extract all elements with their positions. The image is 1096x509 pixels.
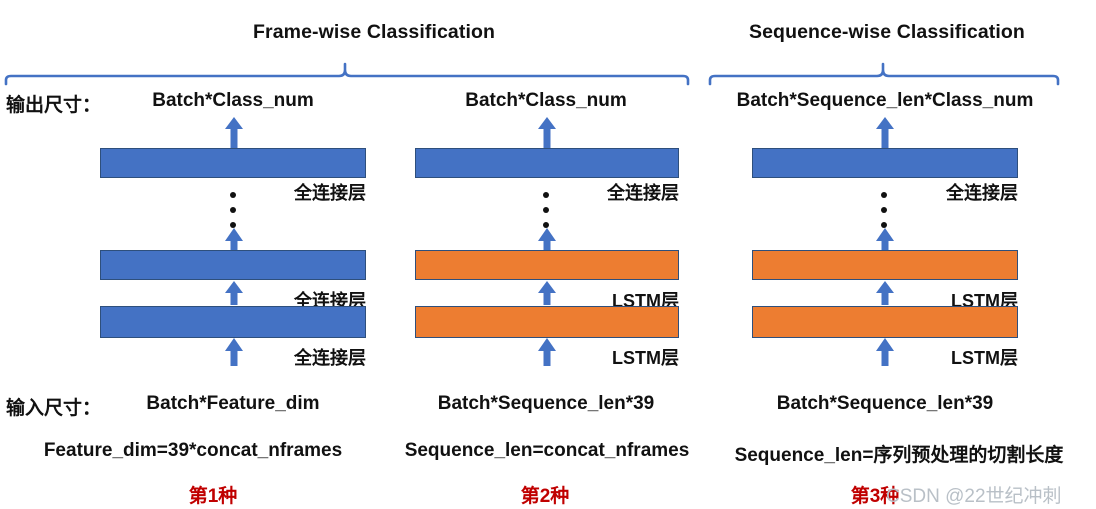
kind-col1: 第1种 (188, 486, 238, 507)
layer-label-col3-0: 全连接层 (946, 183, 1018, 203)
layer-label-col2-2: LSTM层 (612, 348, 679, 368)
layer-box-col3-2[interactable] (752, 306, 1018, 338)
arrow-out-col3 (875, 117, 895, 149)
label-input-size: 输入尺寸： (6, 398, 102, 419)
layer-label-col1-0: 全连接层 (294, 183, 366, 203)
brace-frame-wise (4, 54, 690, 86)
layer-box-col1-0[interactable] (100, 148, 366, 178)
heading-sequence-wise: Sequence-wise Classification (749, 21, 1025, 43)
ellipsis-col3 (878, 192, 890, 228)
layer-box-col1-2[interactable] (100, 306, 366, 338)
arrow-mid-col1 (224, 228, 244, 254)
formula-col1: Feature_dim=39*concat_nframes (43, 440, 343, 461)
layer-box-col2-2[interactable] (415, 306, 679, 338)
layer-box-col1-1[interactable] (100, 250, 366, 280)
arrow-in-col2 (537, 338, 557, 366)
watermark-text: CSDN @22世纪冲刺 (886, 486, 1062, 507)
input-dim-col3: Batch*Sequence_len*39 (776, 393, 994, 414)
label-output-size: 输出尺寸： (6, 95, 102, 116)
layer-box-col3-1[interactable] (752, 250, 1018, 280)
brace-sequence-wise (708, 54, 1062, 86)
output-dim-col3: Batch*Sequence_len*Class_num (736, 90, 1034, 111)
arrow-low-col1 (224, 281, 244, 305)
layer-label-col1-2: 全连接层 (294, 348, 366, 368)
arrow-low-col3 (875, 281, 895, 305)
layer-label-col3-2: LSTM层 (951, 348, 1018, 368)
output-dim-col1: Batch*Class_num (152, 90, 314, 111)
layer-label-col2-0: 全连接层 (607, 183, 679, 203)
formula-col3: Sequence_len=序列预处理的切割长度 (734, 445, 1064, 466)
arrow-mid-col3 (875, 228, 895, 254)
ellipsis-col2 (540, 192, 552, 228)
output-dim-col2: Batch*Class_num (465, 90, 627, 111)
ellipsis-col1 (227, 192, 239, 228)
arrow-in-col3 (875, 338, 895, 366)
layer-box-col2-0[interactable] (415, 148, 679, 178)
formula-col2: Sequence_len=concat_nframes (404, 440, 690, 461)
heading-frame-wise: Frame-wise Classification (253, 21, 496, 43)
kind-col2: 第2种 (520, 486, 570, 507)
kind-col3: 第3种 (850, 486, 900, 507)
input-dim-col1: Batch*Feature_dim (146, 393, 320, 414)
arrow-in-col1 (224, 338, 244, 366)
arrow-out-col1 (224, 117, 244, 149)
arrow-low-col2 (537, 281, 557, 305)
layer-box-col2-1[interactable] (415, 250, 679, 280)
arrow-mid-col2 (537, 228, 557, 254)
layer-box-col3-0[interactable] (752, 148, 1018, 178)
arrow-out-col2 (537, 117, 557, 149)
input-dim-col2: Batch*Sequence_len*39 (437, 393, 655, 414)
